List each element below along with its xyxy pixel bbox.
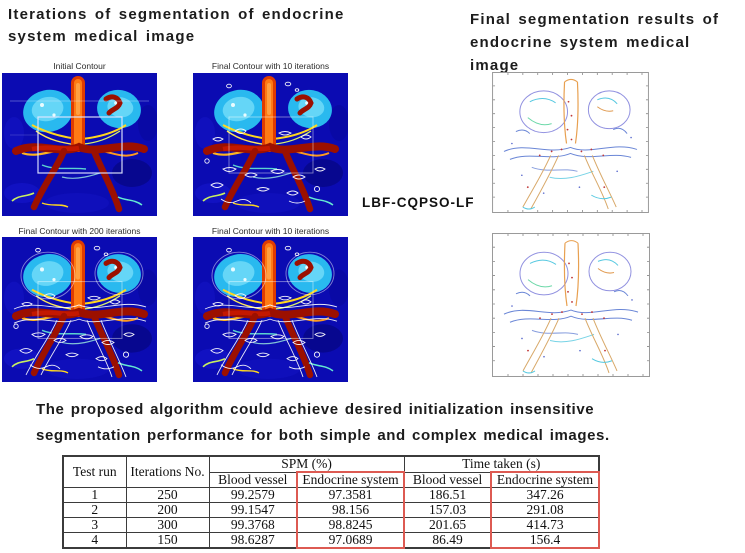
left-title-line1: Iterations of segmentation of endocrine xyxy=(8,6,345,23)
cell-spm-bv: 99.3768 xyxy=(208,517,298,533)
cell-spm-bv: 99.2579 xyxy=(208,487,298,503)
summary-paragraph: The proposed algorithm could achieve des… xyxy=(36,397,716,449)
cell-run: 2 xyxy=(62,502,127,518)
summary-line2: segmentation performance for both simple… xyxy=(36,427,610,444)
cell-spm-bv: 99.1547 xyxy=(208,502,298,518)
subheader-time-endocrine: Endocrine system xyxy=(490,471,601,488)
method-label: LBF-CQPSO-LF xyxy=(362,195,475,210)
cell-iterations: 300 xyxy=(125,517,210,533)
cell-run: 4 xyxy=(62,532,127,549)
caption-initial-contour: Initial Contour xyxy=(53,61,106,71)
subheader-time-blood-vessel: Blood vessel xyxy=(403,471,492,488)
table-header-row-1: Test run Iterations No. SPM (%) Time tak… xyxy=(62,455,600,488)
cell-spm-endo: 98.8245 xyxy=(295,517,406,533)
subheader-spm-endocrine: Endocrine system xyxy=(295,471,406,488)
angiogram-10-iterations-bottom-image xyxy=(193,237,348,382)
summary-line1: The proposed algorithm could achieve des… xyxy=(36,401,595,418)
cell-time-endo: 414.73 xyxy=(490,517,601,533)
cell-run: 3 xyxy=(62,517,127,533)
header-test-run: Test run xyxy=(62,455,127,488)
cell-spm-bv: 98.6287 xyxy=(208,532,298,549)
angiogram-200-iterations-image xyxy=(2,237,157,382)
cell-time-endo: 156.4 xyxy=(490,532,601,549)
cell-spm-endo: 97.3581 xyxy=(295,487,406,503)
cell-time-bv: 86.49 xyxy=(403,532,492,549)
table-row: 3 300 99.3768 98.8245 201.65 414.73 xyxy=(62,517,601,533)
right-title-line1: Final segmentation results of xyxy=(470,11,720,28)
header-spm: SPM (%) xyxy=(208,455,405,473)
cell-iterations: 200 xyxy=(125,502,210,518)
cell-iterations: 250 xyxy=(125,487,210,503)
caption-final-10-top: Final Contour with 10 iterations xyxy=(211,61,330,71)
cell-spm-endo: 98.156 xyxy=(295,502,406,518)
caption-final-10-bottom: Final Contour with 10 iterations xyxy=(211,226,330,236)
final-segmentation-sketch-bottom-image xyxy=(492,233,650,377)
table-row: 1 250 99.2579 97.3581 186.51 347.26 xyxy=(62,487,601,503)
table-row: 4 150 98.6287 97.0689 86.49 156.4 xyxy=(62,532,601,549)
right-title-line2: endocrine system medical image xyxy=(470,34,691,74)
cell-time-bv: 157.03 xyxy=(403,502,492,518)
left-title: Iterations of segmentation of endocrine … xyxy=(8,4,388,48)
results-table: Test run Iterations No. SPM (%) Time tak… xyxy=(62,455,601,549)
angiogram-10-iterations-image xyxy=(193,73,348,216)
cell-run: 1 xyxy=(62,487,127,503)
cell-time-endo: 347.26 xyxy=(490,487,601,503)
angiogram-initial-contour-image xyxy=(2,73,157,216)
table-row: 2 200 99.1547 98.156 157.03 291.08 xyxy=(62,502,601,518)
left-title-line2: system medical image xyxy=(8,28,196,45)
cell-iterations: 150 xyxy=(125,532,210,549)
subheader-spm-blood-vessel: Blood vessel xyxy=(208,471,298,488)
final-segmentation-sketch-top-image xyxy=(492,72,649,213)
cell-spm-endo: 97.0689 xyxy=(295,532,406,549)
cell-time-bv: 201.65 xyxy=(403,517,492,533)
cell-time-endo: 291.08 xyxy=(490,502,601,518)
right-title: Final segmentation results of endocrine … xyxy=(470,8,740,77)
table-header-row-2: Blood vessel Endocrine system Blood vess… xyxy=(63,471,601,488)
caption-final-200: Final Contour with 200 iterations xyxy=(18,226,141,236)
header-iterations-no: Iterations No. xyxy=(125,455,210,488)
cell-time-bv: 186.51 xyxy=(403,487,492,503)
header-time-taken: Time taken (s) xyxy=(403,455,600,473)
